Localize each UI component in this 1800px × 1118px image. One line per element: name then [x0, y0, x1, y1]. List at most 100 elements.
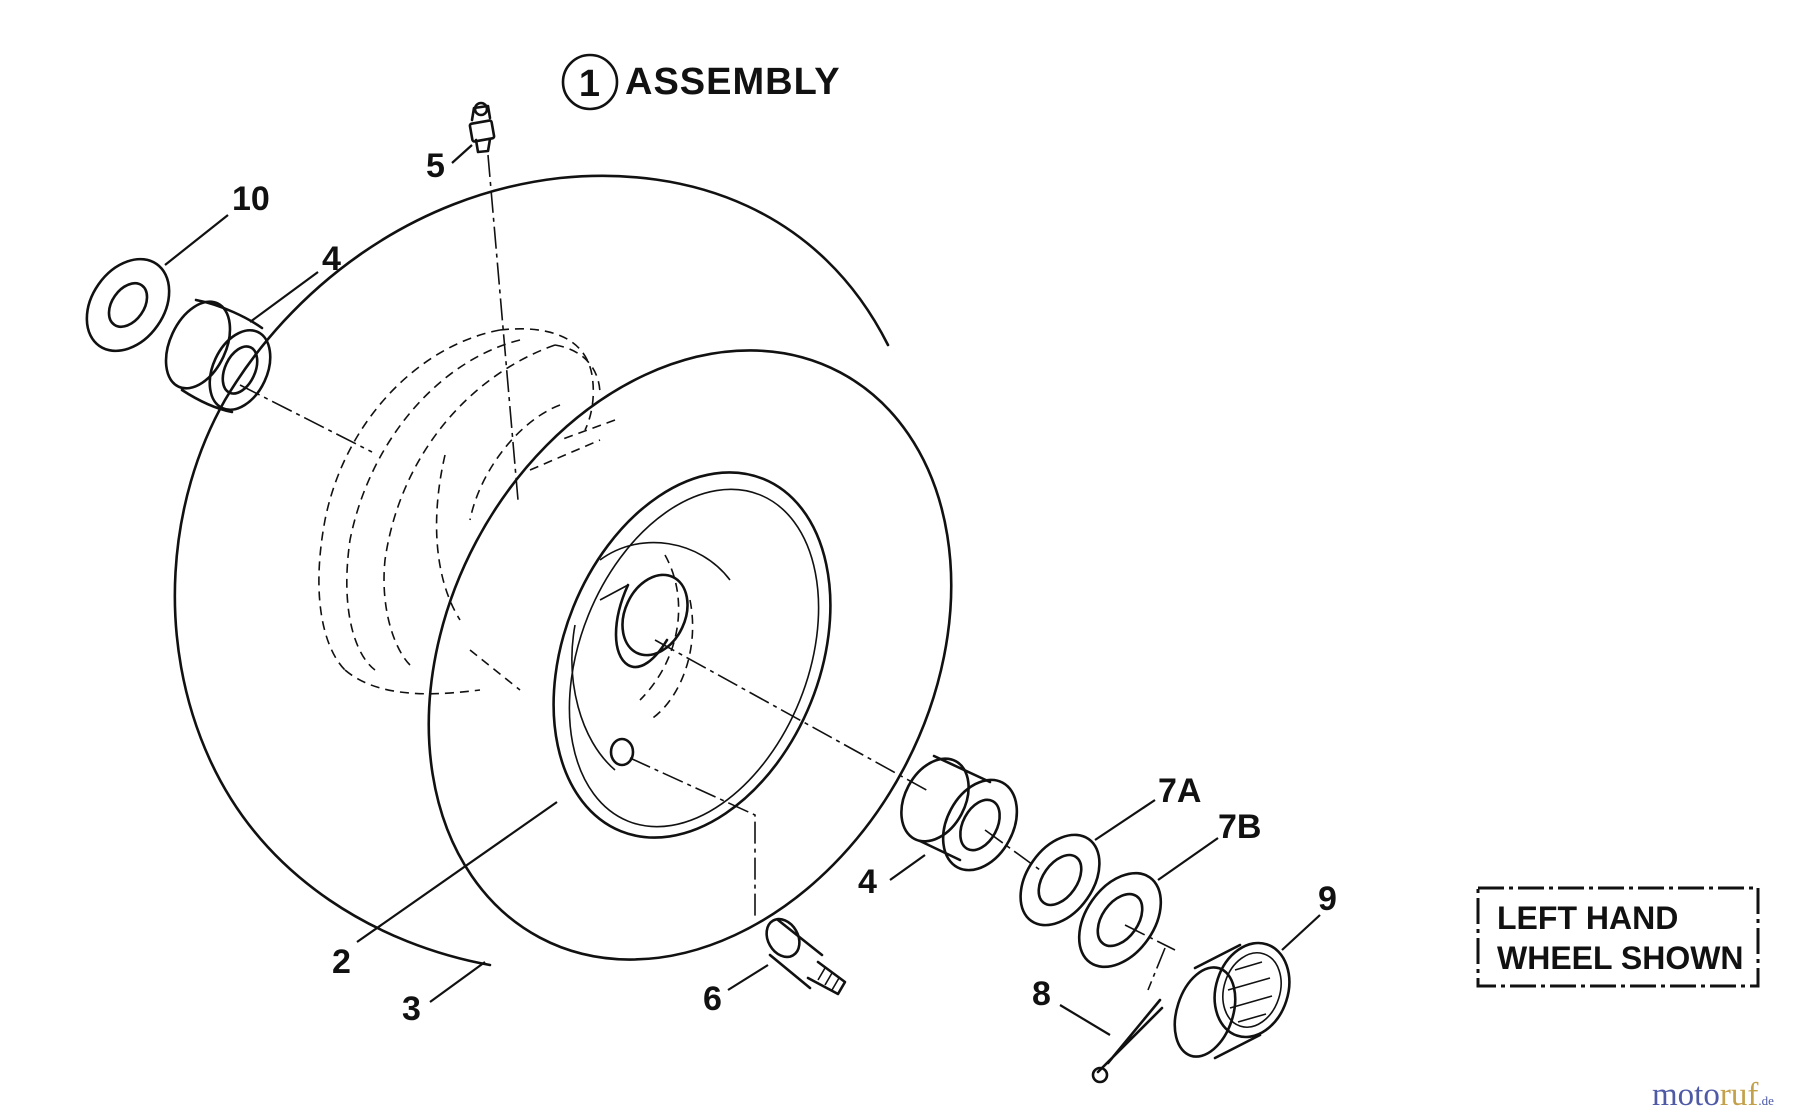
title-number-circle	[561, 53, 619, 111]
rim-lower-edge	[344, 669, 481, 695]
hub-cap-part-9	[1173, 941, 1291, 1060]
cotter-pin-8-eye	[1091, 1066, 1109, 1084]
callout-8: 8	[1032, 975, 1051, 1013]
cotter-pin-8-legs	[1096, 998, 1164, 1074]
rim-dish-curve	[571, 624, 616, 771]
washer-7a-outer	[1019, 833, 1101, 927]
leader-10	[164, 214, 229, 266]
hub-back-left	[435, 454, 461, 621]
rim	[552, 471, 832, 839]
rim-outer-lip	[552, 471, 832, 839]
fitting-5-hex	[468, 119, 496, 143]
leader-4-right	[889, 854, 926, 881]
note-line-1: LEFT HAND	[1497, 900, 1678, 936]
hub-cap-9-knurl	[1227, 961, 1273, 1023]
leader-7b	[1157, 837, 1219, 881]
tire	[173, 174, 953, 967]
callout-4-right: 4	[858, 863, 877, 901]
hub-barrel-bottom	[469, 649, 521, 691]
watermark-moto: moto	[1652, 1077, 1720, 1113]
rim-top-dash	[559, 419, 616, 441]
callout-5: 5	[426, 147, 445, 185]
washer-7b-inner	[1096, 892, 1144, 948]
valve-centerline	[629, 757, 756, 920]
callout-10: 10	[232, 180, 270, 218]
bushing-4-left-face	[208, 328, 272, 412]
leader-6	[727, 964, 769, 991]
callout-3: 3	[402, 990, 421, 1028]
hub-cap-9-body	[1193, 943, 1262, 1060]
callout-2: 2	[332, 943, 351, 981]
callout-numbers: 10 4 5 4 7A 7B 9 2 3 6 8	[232, 147, 1337, 1028]
washer-7a-inner	[1037, 853, 1083, 907]
title-label: ASSEMBLY	[625, 61, 841, 103]
valve-6-stem	[806, 960, 847, 996]
note-line-2: WHEEL SHOWN	[1497, 940, 1744, 976]
bushing-4-right-bore	[959, 798, 1001, 852]
hub-tube-side	[599, 584, 629, 601]
bushing-4-left-bore	[221, 345, 259, 395]
inner-rim-dashes-1	[639, 554, 680, 701]
watermark-logo: motoruf.de	[1652, 1077, 1774, 1113]
axle-centerline-front	[654, 639, 931, 793]
leader-9	[1281, 914, 1321, 951]
rim-inner-lip	[568, 488, 820, 828]
rim-back-arc-mid	[346, 339, 521, 671]
callout-6: 6	[703, 980, 722, 1018]
leader-5	[451, 144, 473, 164]
valve-6-base	[765, 917, 801, 959]
bushing-4-right-body	[918, 754, 992, 862]
leader-7a	[1094, 799, 1156, 841]
fitting-5-ball	[473, 101, 489, 117]
leader-lines	[164, 144, 1321, 1036]
note-box	[1476, 886, 1760, 988]
bushing-4-left-body	[180, 298, 264, 414]
valve-6-threads	[817, 967, 840, 991]
leader-4-left	[249, 271, 319, 323]
bushing-4-right-flange	[941, 778, 1019, 872]
cotter-pin-centerline	[1147, 947, 1166, 991]
leader-8	[1059, 1004, 1111, 1036]
inner-rim-dashes-2	[649, 599, 694, 721]
hub-barrel-top	[529, 439, 601, 471]
hub-bore-opening	[621, 573, 689, 657]
rim-back-top-lip-2	[554, 344, 601, 396]
hub-cap-9-face-inner	[1222, 952, 1282, 1028]
washer-10-inner	[107, 282, 149, 328]
hub-back-curve	[469, 404, 561, 521]
grease-fitting-part-5	[468, 101, 496, 154]
fitting-centerline	[487, 154, 519, 501]
bushing-part-4-left	[164, 298, 272, 414]
orientation-note: LEFT HAND WHEEL SHOWN	[1476, 886, 1760, 988]
rim-back-top-lip	[499, 328, 595, 431]
hub-bore	[599, 573, 689, 767]
assembly-axes	[239, 154, 1176, 991]
bushing-4-left-flange	[164, 300, 232, 390]
valve-stem-part-6	[765, 917, 847, 996]
callout-4-left: 4	[322, 240, 341, 278]
watermark-de: .de	[1758, 1093, 1774, 1108]
rim-back-arc-inner	[383, 344, 556, 666]
watermark-ruf: ruf	[1720, 1077, 1758, 1113]
axle-centerline-rear	[239, 384, 373, 453]
leader-2	[356, 801, 558, 943]
leader-3	[429, 961, 486, 1003]
callout-9: 9	[1318, 880, 1337, 918]
washer-part-7b	[1077, 871, 1163, 969]
valve-6-body	[768, 918, 824, 990]
callout-7a: 7A	[1158, 772, 1201, 810]
fitting-5-body	[470, 104, 492, 154]
washer-part-10	[85, 257, 171, 353]
tire-outline	[173, 174, 890, 967]
bushing-4-right-back	[900, 757, 970, 843]
tire-sidewall	[427, 349, 953, 961]
rim-inner-face	[599, 541, 731, 581]
rim-hidden-lines	[318, 328, 694, 721]
washer-7b-outer	[1077, 871, 1163, 969]
callout-7b: 7B	[1218, 808, 1261, 846]
watermark-text: motoruf.de	[1652, 1077, 1774, 1113]
hub-cap-9-face	[1213, 941, 1291, 1039]
valve-hole	[609, 737, 635, 767]
washer-10-outer	[85, 257, 171, 353]
